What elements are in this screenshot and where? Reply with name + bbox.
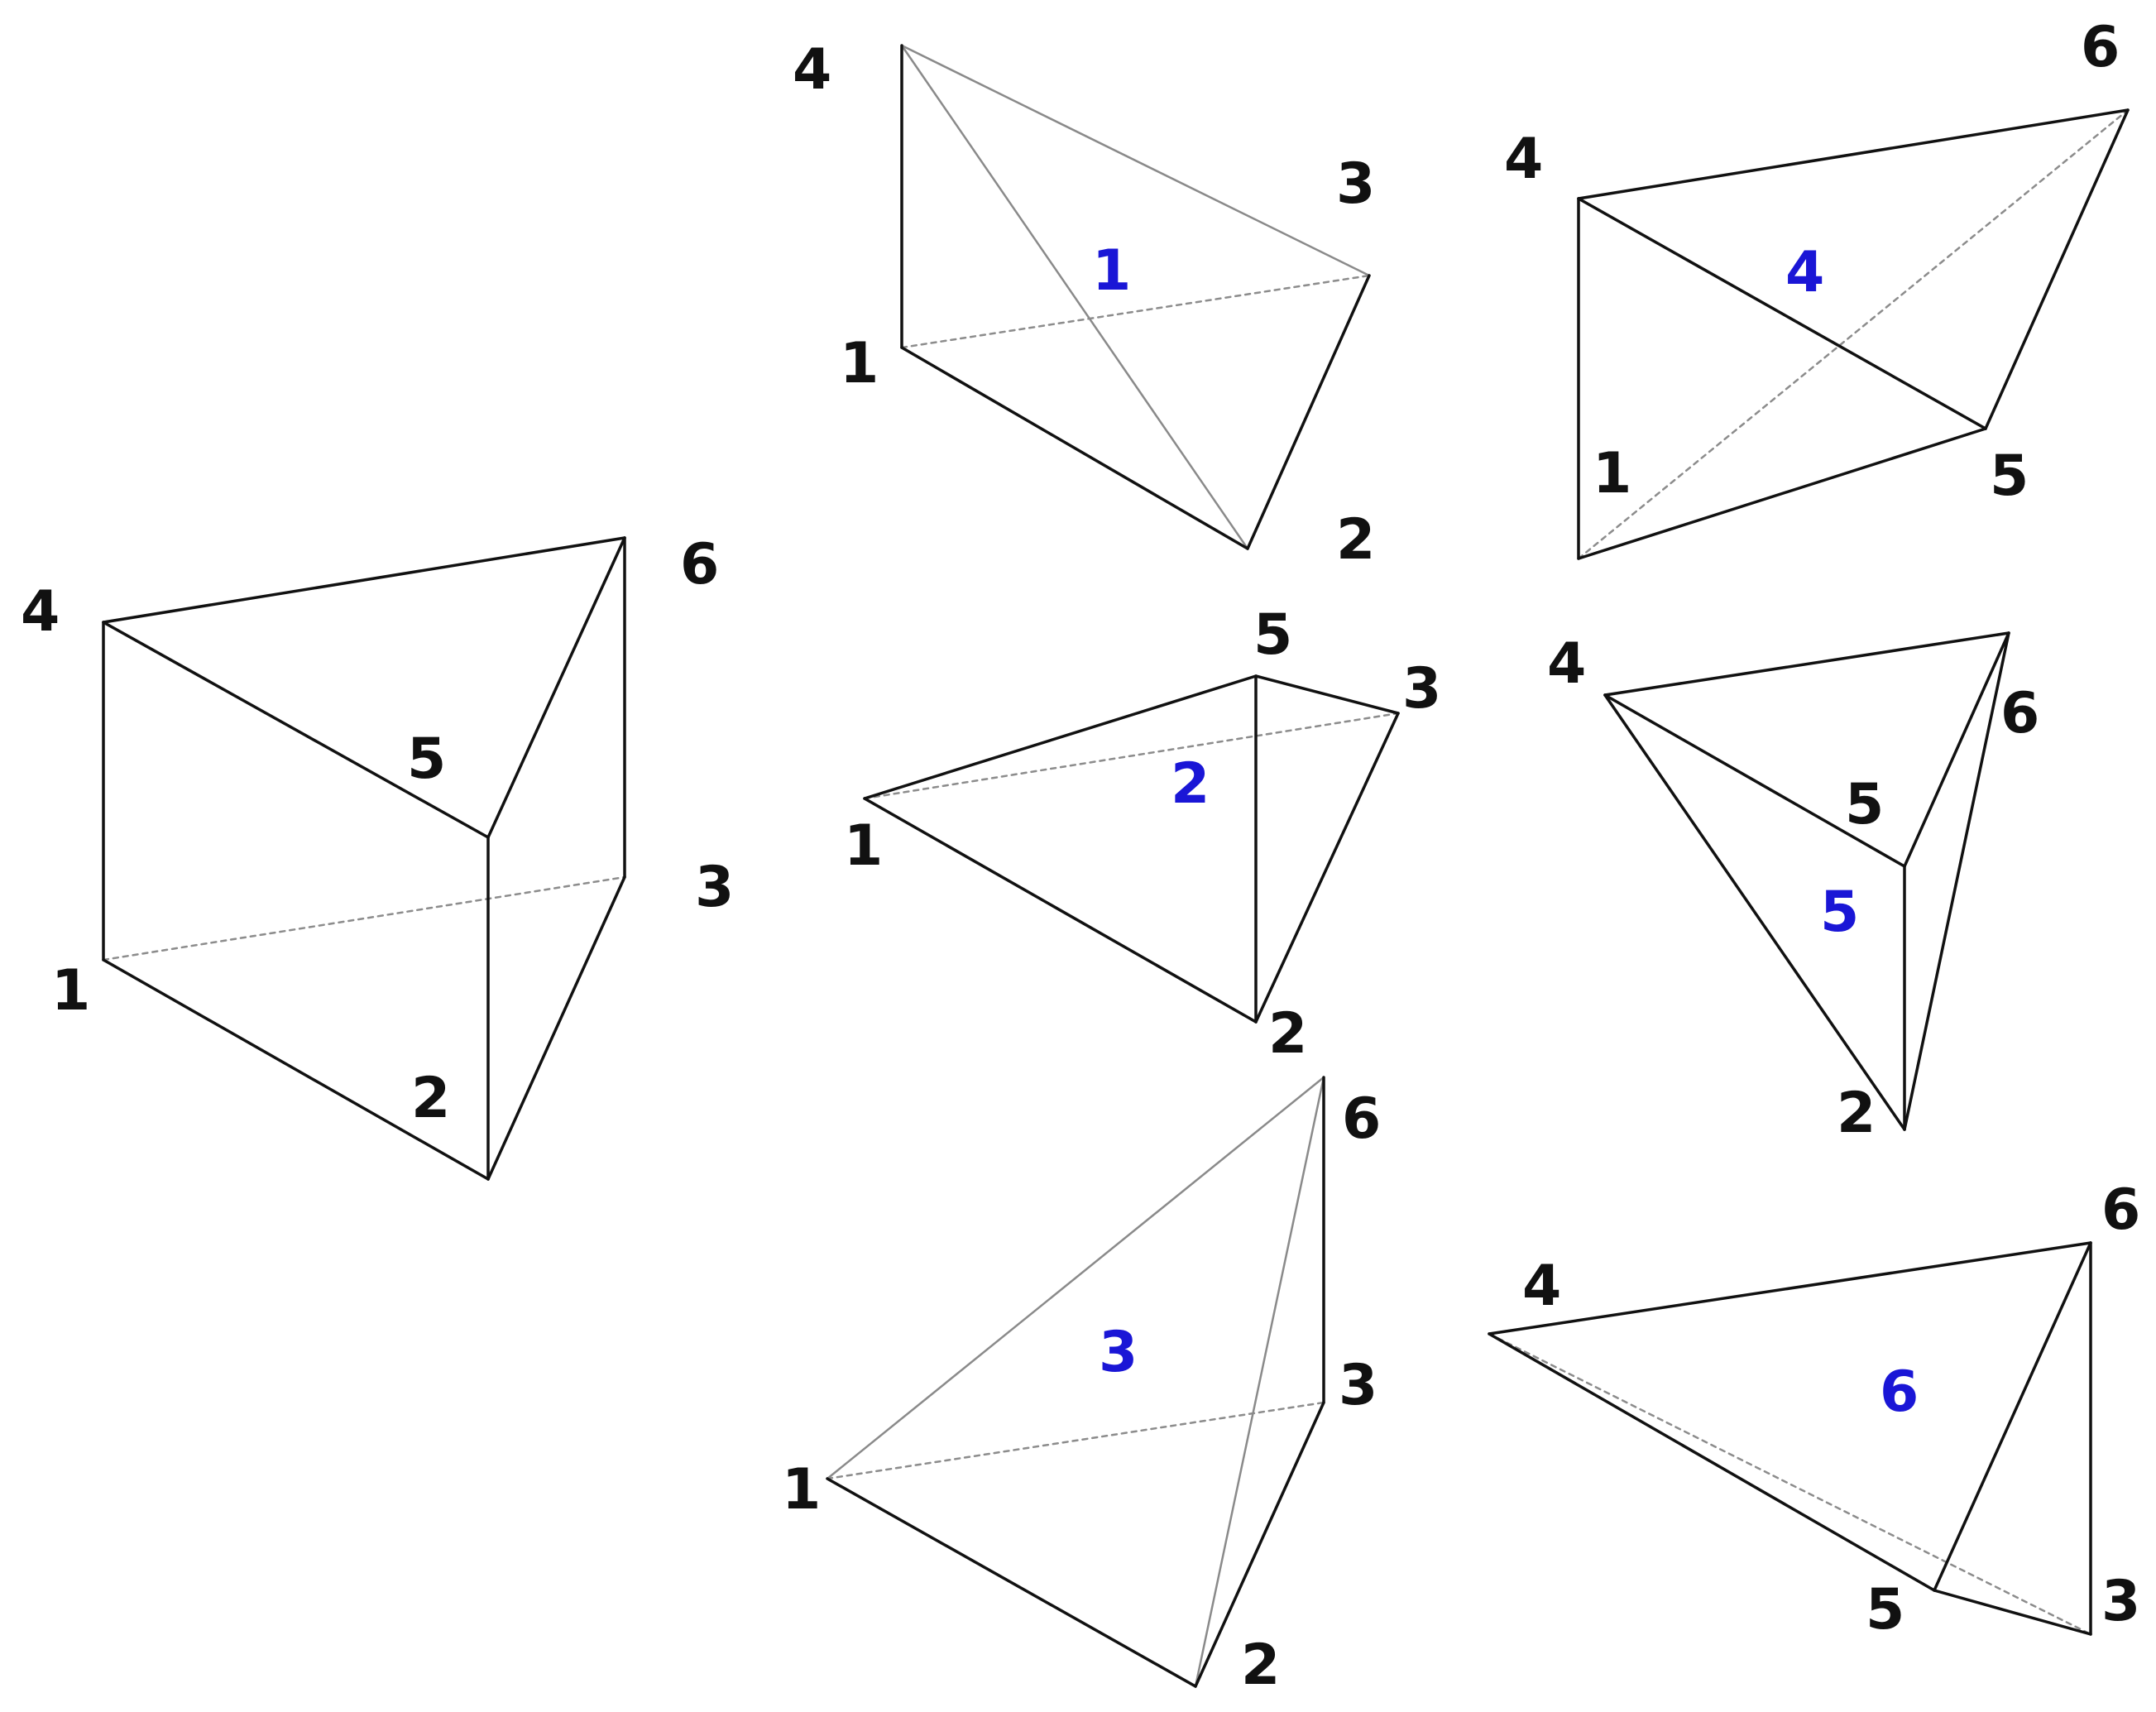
tet3-vertex-label: 1	[782, 1457, 821, 1523]
tet5-vertex-label: 4	[1547, 631, 1586, 697]
tet3-piece-label: 3	[1099, 1320, 1138, 1385]
tet4-hidden-edge-1-6	[1577, 108, 2130, 560]
tet3-vertex-label: 6	[1342, 1086, 1381, 1152]
tet5-edge-6-2	[1903, 631, 2010, 1131]
tet2-vertex-label: 5	[1253, 602, 1292, 668]
tet1-vertex-label: 1	[840, 331, 879, 396]
prism-vertex-label: 1	[51, 958, 90, 1024]
prism-edge-4-6	[102, 536, 626, 624]
tet6-vertex-label: 5	[1866, 1577, 1904, 1642]
tet6-edge-5-6	[1933, 1241, 2092, 1592]
tet4-edge-1-5	[1577, 427, 1987, 560]
tet2-piece-label: 2	[1171, 751, 1210, 817]
tet3-hidden-edge-1-3	[826, 1401, 1325, 1480]
tet2-edge-2-3	[1254, 712, 1400, 1024]
prism-edge-2-3	[486, 875, 626, 1181]
prism-vertex-label: 6	[680, 532, 719, 597]
tet2-edge-1-2	[863, 797, 1258, 1024]
tet4-vertex-label: 5	[1990, 444, 2029, 509]
tet3-edge-6-2	[1194, 1076, 1325, 1688]
prism-edge-4-5	[102, 621, 490, 839]
tet6-vertex-label: 3	[2101, 1569, 2140, 1634]
tet2-vertex-label: 1	[844, 813, 883, 879]
prism-edge-5-6	[486, 536, 626, 839]
tet2-edge-5-3	[1254, 674, 1400, 715]
tet4-edge-4-5	[1577, 197, 1987, 430]
tet5-vertex-label: 5	[1845, 772, 1884, 837]
tet6-hidden-edge-4-3	[1488, 1332, 2092, 1636]
tet2-vertex-label: 2	[1268, 1001, 1307, 1067]
tetrahedron-4: 4 6 1 5 4	[1504, 15, 2130, 560]
tet6-vertex-label: 6	[2101, 1177, 2140, 1243]
tetrahedron-5: 4 6 5 2 5	[1547, 631, 2039, 1146]
prism-vertex-label: 3	[695, 855, 734, 920]
tet6-edge-4-5	[1488, 1332, 1936, 1592]
tet5-edge-4-6	[1603, 631, 2010, 697]
tet5-piece-label: 5	[1820, 880, 1859, 945]
tet2-vertex-label: 3	[1402, 656, 1441, 722]
tet3-edge-1-6	[826, 1076, 1325, 1480]
tet5-edge-4-2	[1603, 693, 1906, 1131]
tet3-vertex-label: 3	[1339, 1353, 1377, 1418]
tetrahedron-6: 4 6 5 3 6	[1488, 1177, 2140, 1642]
tet1-edge-4-2	[900, 44, 1249, 550]
tet4-vertex-label: 6	[2081, 15, 2120, 80]
prism-vertex-label: 2	[411, 1066, 450, 1131]
tet6-edge-5-3	[1933, 1589, 2092, 1636]
tet1-vertex-label: 2	[1336, 507, 1375, 573]
prism-figure: 4 6 5 1 3 2	[21, 532, 734, 1181]
tet4-vertex-label: 1	[1593, 441, 1631, 506]
tet2-edge-1-5	[863, 674, 1258, 800]
tet5-vertex-label: 2	[1837, 1081, 1876, 1146]
tetrahedron-1: 4 3 1 2 1	[793, 37, 1375, 573]
tet4-edge-6-5	[1984, 108, 2130, 430]
tet3-edge-2-3	[1194, 1401, 1325, 1688]
tet3-vertex-label: 2	[1241, 1633, 1280, 1698]
tet6-vertex-label: 4	[1522, 1254, 1561, 1319]
tet4-vertex-label: 4	[1504, 127, 1543, 192]
tet2-hidden-edge-1-3	[863, 712, 1400, 800]
tet5-vertex-label: 6	[2000, 681, 2039, 746]
tet1-vertex-label: 3	[1336, 151, 1375, 217]
tetrahedron-3: 6 3 1 2 3	[782, 1076, 1381, 1698]
prism-vertex-label: 5	[407, 727, 446, 792]
tet3-edge-1-2	[826, 1477, 1197, 1688]
tet1-edge-4-3	[900, 44, 1371, 277]
tet4-edge-4-6	[1577, 108, 2130, 200]
tet6-edge-4-6	[1488, 1241, 2092, 1336]
tet5-edge-5-6	[1903, 631, 2010, 868]
prism-edge-1-2	[102, 958, 490, 1181]
tet4-piece-label: 4	[1785, 240, 1824, 305]
tetrahedron-2: 5 3 1 2 2	[844, 602, 1441, 1067]
tet1-edge-1-2	[900, 346, 1249, 550]
prism-hidden-edge-1-3	[102, 875, 626, 962]
tet1-edge-2-3	[1246, 274, 1371, 550]
tet5-edge-4-5	[1603, 693, 1906, 868]
tet1-hidden-edge-1-3	[900, 274, 1371, 349]
tet1-vertex-label: 4	[793, 37, 831, 103]
tet1-piece-label: 1	[1092, 238, 1131, 304]
tet6-piece-label: 6	[1880, 1360, 1919, 1425]
prism-vertex-label: 4	[21, 579, 60, 645]
